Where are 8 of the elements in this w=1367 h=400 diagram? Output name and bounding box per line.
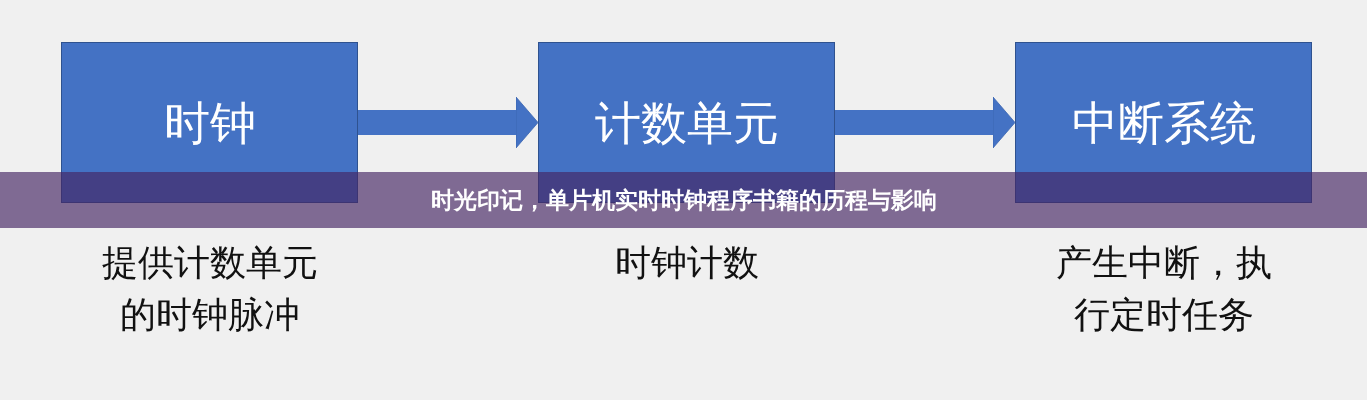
process-box: 时钟 (61, 42, 358, 203)
block-arrow (358, 96, 539, 149)
process-box: 中断系统 (1015, 42, 1312, 203)
box-caption: 提供计数单元的时钟脉冲 (100, 241, 319, 337)
title-banner: 时光印记，单片机实时时钟程序书籍的历程与影响 (0, 172, 1367, 228)
box-caption: 时钟计数 (613, 241, 760, 285)
box-caption: 产生中断，执行定时任务 (1054, 241, 1273, 337)
block-arrow (835, 96, 1016, 149)
